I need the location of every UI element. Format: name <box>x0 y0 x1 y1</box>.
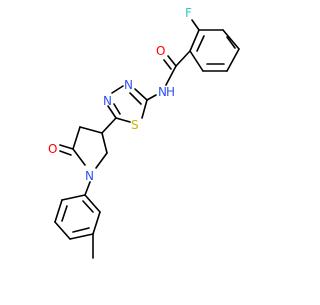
bond <box>196 35 205 52</box>
bond <box>92 211 101 235</box>
bond <box>146 94 157 101</box>
bond <box>72 148 86 166</box>
bond <box>84 181 91 196</box>
structure-canvas: F O N H N N S O N <box>48 6 240 259</box>
atom-label-fluorine: F <box>185 6 192 20</box>
bond <box>84 194 101 213</box>
atom-label-sulfur: S <box>131 118 139 132</box>
atom-label-amide-oxygen: O <box>156 44 165 58</box>
bond <box>113 103 121 115</box>
atom-label-lactam-oxygen: O <box>48 142 57 156</box>
atom-label-thiadiazole-n3: N <box>124 78 133 92</box>
bond <box>167 55 177 67</box>
bond <box>54 221 71 240</box>
bond <box>189 50 204 72</box>
atom-label-amide-hydrogen: H <box>166 85 175 99</box>
bond <box>95 152 108 169</box>
bond <box>72 126 81 150</box>
atom-labels: F O N H N N S O N <box>48 6 192 183</box>
atom-label-thiadiazole-n4: N <box>103 94 112 108</box>
molecule-structure: F O N H N N S O N <box>48 6 240 259</box>
atom-label-ring-nitrogen: N <box>85 169 94 183</box>
bond <box>61 194 86 201</box>
bond <box>141 99 148 119</box>
bond <box>72 227 90 233</box>
bond <box>101 132 108 154</box>
bond <box>165 65 177 86</box>
bond <box>79 126 103 134</box>
bond <box>163 59 172 70</box>
bond <box>222 29 240 50</box>
atom-label-amide-nitrogen: N <box>158 85 167 99</box>
bond <box>59 150 72 156</box>
bond <box>82 200 94 213</box>
bond <box>61 205 68 222</box>
bond <box>69 233 94 240</box>
bond <box>59 144 74 150</box>
bonds <box>54 19 240 259</box>
bond <box>54 199 63 223</box>
bond <box>134 88 148 101</box>
bond <box>101 117 117 134</box>
bond <box>107 105 117 119</box>
bond <box>191 19 200 31</box>
bond <box>175 50 191 67</box>
bond <box>129 92 142 105</box>
bond <box>226 36 236 49</box>
bond <box>111 85 124 94</box>
bond <box>226 48 240 72</box>
bond <box>115 117 131 123</box>
bond <box>189 29 200 52</box>
